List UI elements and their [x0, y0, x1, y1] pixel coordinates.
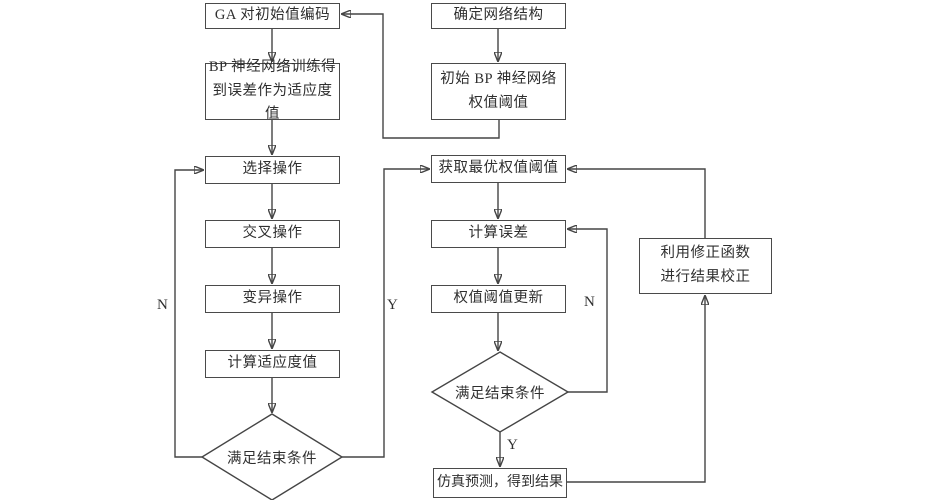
- node-simulate-predict: 仿真预测，得到结果: [433, 468, 567, 498]
- node-update-weights: 权值阈值更新: [431, 285, 566, 313]
- bp-end-condition-diamond: [430, 351, 570, 433]
- node-crossover-op: 交叉操作: [205, 220, 340, 248]
- branch-label-ga-no: N: [157, 297, 168, 313]
- node-init-weights: 初始 BP 神经网络 权值阈值: [431, 63, 566, 120]
- node-calc-error: 计算误差: [431, 220, 566, 248]
- edge-ga-end-yes-to-getbest: [342, 169, 429, 458]
- edge-correction-to-getbest: [568, 169, 706, 238]
- edge-simulate-to-correction: [567, 296, 705, 483]
- edge-ga-end-no-to-select: [174, 170, 203, 458]
- node-bp-end-condition: 满足结束条件: [455, 385, 545, 402]
- node-get-best-weights: 获取最优权值阈值: [431, 155, 566, 183]
- node-mutation-op: 变异操作: [205, 285, 340, 313]
- node-calc-fitness: 计算适应度值: [205, 350, 340, 378]
- branch-label-bp-no: N: [584, 294, 595, 310]
- node-define-network: 确定网络结构: [431, 3, 566, 29]
- node-correction: 利用修正函数 进行结果校正: [639, 238, 772, 294]
- branch-label-bp-yes: Y: [507, 437, 518, 453]
- ga-end-condition-diamond: [200, 413, 344, 500]
- node-ga-end-condition: 满足结束条件: [227, 450, 317, 467]
- edge-bp-end-no-to-calc-error: [568, 229, 608, 393]
- node-select-op: 选择操作: [205, 156, 340, 184]
- node-bp-train: BP 神经网络训练得 到误差作为适应度值: [205, 59, 340, 122]
- edge-init-weights-to-ga-encode: [342, 14, 500, 139]
- branch-label-ga-yes: Y: [387, 297, 398, 313]
- node-ga-encode: GA 对初始值编码: [205, 3, 340, 29]
